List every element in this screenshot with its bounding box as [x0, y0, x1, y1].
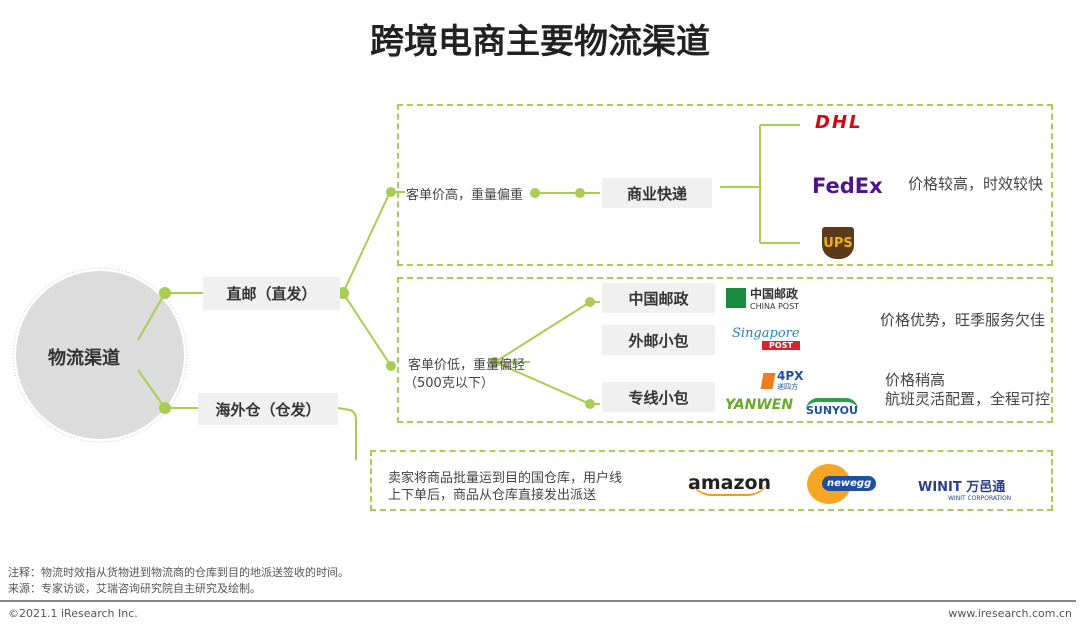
- high-value-group: [397, 104, 1053, 266]
- source-text: 来源：专家访谈，艾瑞咨询研究院自主研究及绘制。: [8, 582, 261, 595]
- high-desc: 价格较高，时效较快: [908, 175, 1044, 193]
- dhl-logo: DHL: [815, 112, 863, 133]
- branch-direct: 直邮（直发）: [203, 277, 340, 310]
- low-condition-weight: （500克以下）: [404, 376, 494, 391]
- yanwen-logo: YANWEN: [725, 397, 794, 413]
- low-condition: 客单价低，重量偏轻: [408, 358, 526, 373]
- page-title: 跨境电商主要物流渠道: [370, 22, 710, 62]
- root-label: 物流渠道: [48, 348, 120, 369]
- website-link[interactable]: www.iresearch.com.cn: [948, 607, 1072, 620]
- fedex-logo: FedEx: [812, 174, 883, 198]
- root-ring: [12, 267, 188, 443]
- warehouse-group: [370, 450, 1053, 511]
- low-value-group: [397, 277, 1053, 423]
- low-desc-line-1: 价格稍高: [885, 371, 946, 389]
- sunyou-logo: SUNYOU: [806, 398, 858, 417]
- channel-dedicated-line: 专线小包: [602, 382, 715, 412]
- channel-express: 商业快递: [602, 178, 712, 208]
- copyright: ©2021.1 iResearch Inc.: [8, 607, 138, 620]
- channel-foreign-post: 外邮小包: [602, 325, 715, 355]
- ups-logo: UPS: [822, 227, 854, 259]
- newegg-logo: newegg: [822, 476, 877, 491]
- high-condition: 客单价高，重量偏重: [406, 188, 524, 203]
- singapore-post-logo: Singapore POST: [732, 326, 800, 350]
- warehouse-desc-2: 上下单后，商品从仓库直接发出派送: [388, 488, 597, 503]
- footer-divider: [0, 600, 1076, 602]
- root-circle: [16, 271, 184, 439]
- branch-overseas: 海外仓（仓发）: [198, 393, 338, 425]
- note-text: 注释：物流时效指从货物进到物流商的仓库到目的地派送签收的时间。: [8, 566, 349, 579]
- winit-logo: WINIT 万邑通 WINIT CORPORATION: [918, 480, 1012, 502]
- channel-china-post: 中国邮政: [602, 283, 715, 313]
- china-post-icon: [726, 288, 746, 308]
- low-desc-line-2: 航班灵活配置，全程可控: [885, 390, 1051, 408]
- amazon-logo: amazon: [688, 472, 772, 496]
- low-desc-postal: 价格优势，旺季服务欠佳: [880, 311, 1046, 329]
- warehouse-desc-1: 卖家将商品批量运到目的国仓库，用户线: [388, 471, 623, 486]
